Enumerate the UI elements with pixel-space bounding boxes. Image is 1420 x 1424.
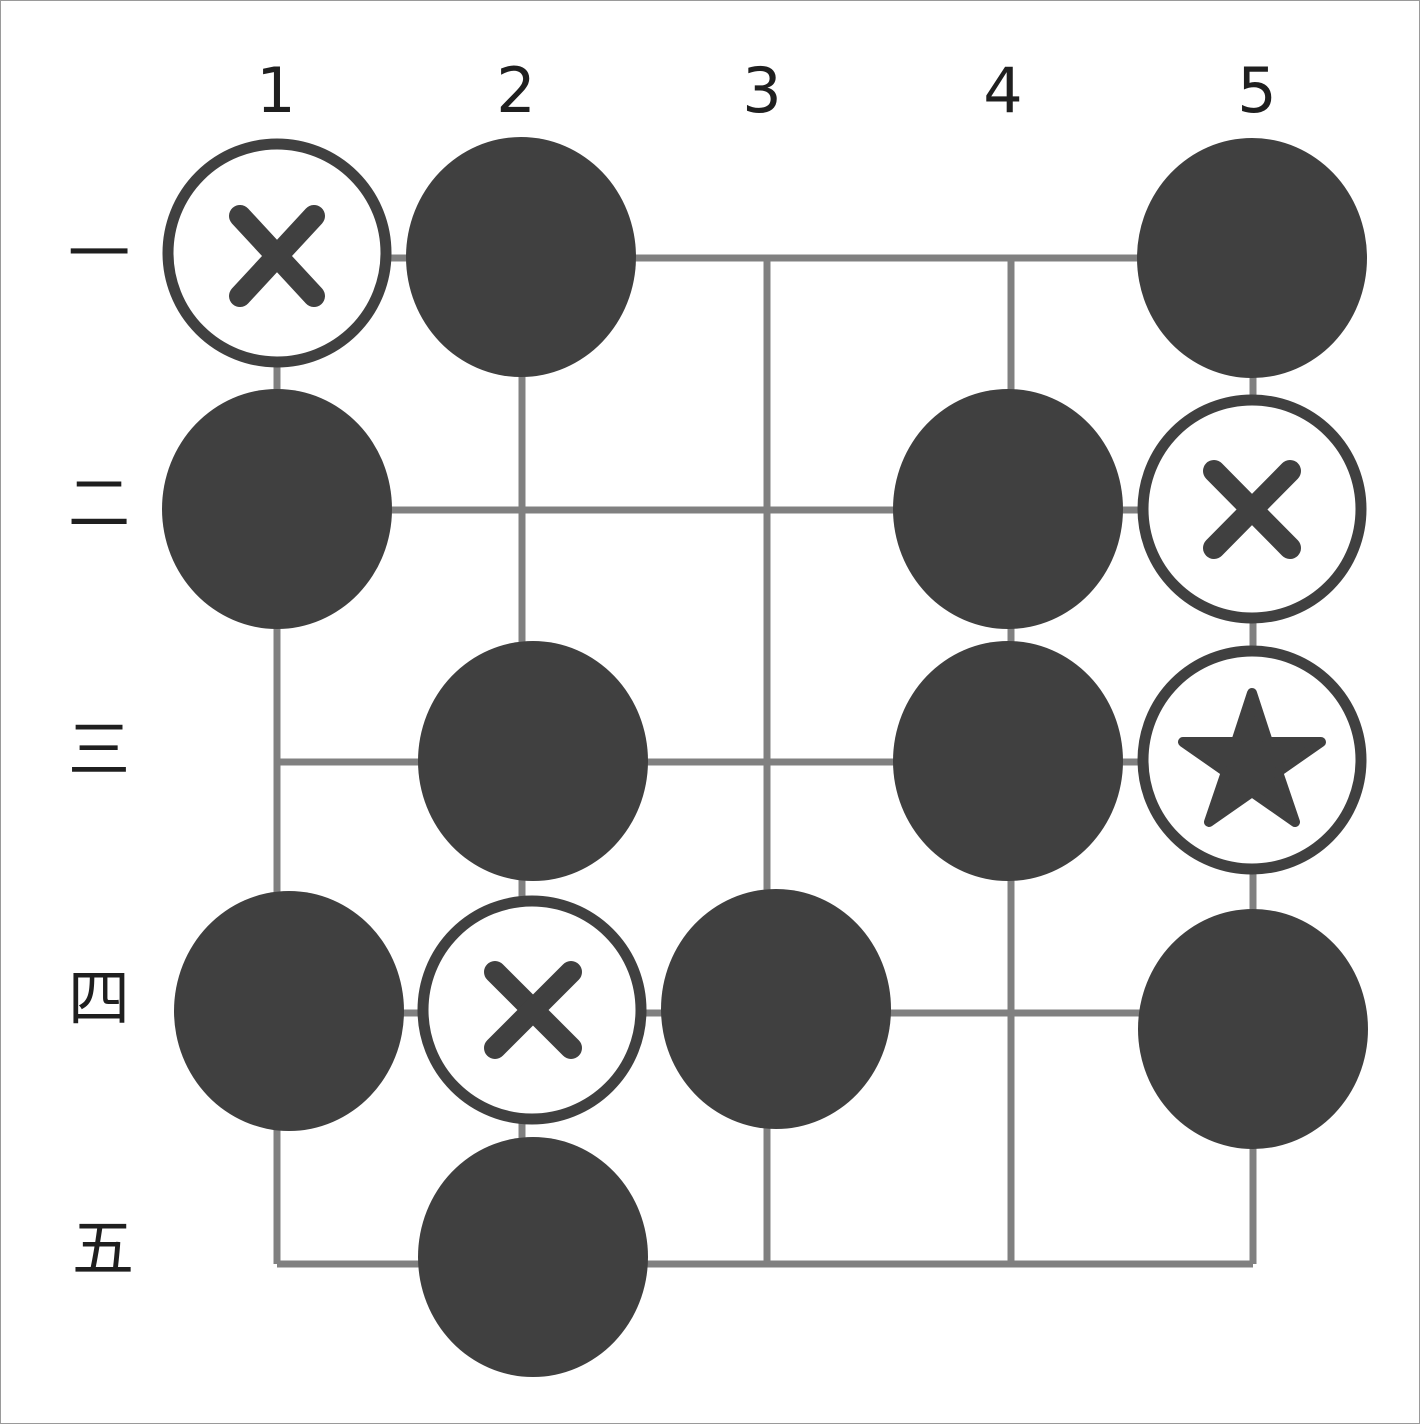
row-label-4: 四	[68, 962, 130, 1035]
black-stone-1-2[interactable]	[162, 389, 392, 629]
stone-5-2[interactable]	[1137, 394, 1367, 624]
column-label-4: 4	[983, 54, 1022, 127]
black-stone-1-4[interactable]	[174, 891, 404, 1131]
black-stone-5-4[interactable]	[1138, 909, 1368, 1149]
stones	[162, 137, 1368, 1377]
row-label-1: 一	[68, 217, 130, 290]
column-label-1: 1	[256, 54, 295, 127]
row-label-3: 三	[68, 713, 130, 786]
black-stone-4-2[interactable]	[893, 389, 1123, 629]
row-label-2: 二	[68, 467, 130, 540]
black-stone-4-3[interactable]	[893, 641, 1123, 881]
row-labels: 一 二 三 四 五	[68, 217, 134, 1285]
column-label-5: 5	[1237, 54, 1276, 127]
x-icon	[484, 961, 582, 1059]
x-icon	[229, 205, 325, 307]
black-stone-3-4[interactable]	[661, 889, 891, 1129]
x-icon	[1203, 460, 1301, 559]
black-stone-5-1[interactable]	[1137, 138, 1367, 378]
stone-1-1[interactable]	[162, 138, 392, 368]
column-labels: 1 2 3 4 5	[256, 54, 1276, 127]
column-label-2: 2	[496, 54, 535, 127]
stone-5-3[interactable]	[1137, 645, 1367, 875]
stone-2-4[interactable]	[417, 895, 647, 1125]
black-stone-2-3[interactable]	[418, 641, 648, 881]
column-label-3: 3	[742, 54, 781, 127]
black-stone-2-5[interactable]	[418, 1137, 648, 1377]
row-label-5: 五	[72, 1212, 134, 1285]
black-stone-2-1[interactable]	[406, 137, 636, 377]
star-icon	[1178, 688, 1326, 827]
